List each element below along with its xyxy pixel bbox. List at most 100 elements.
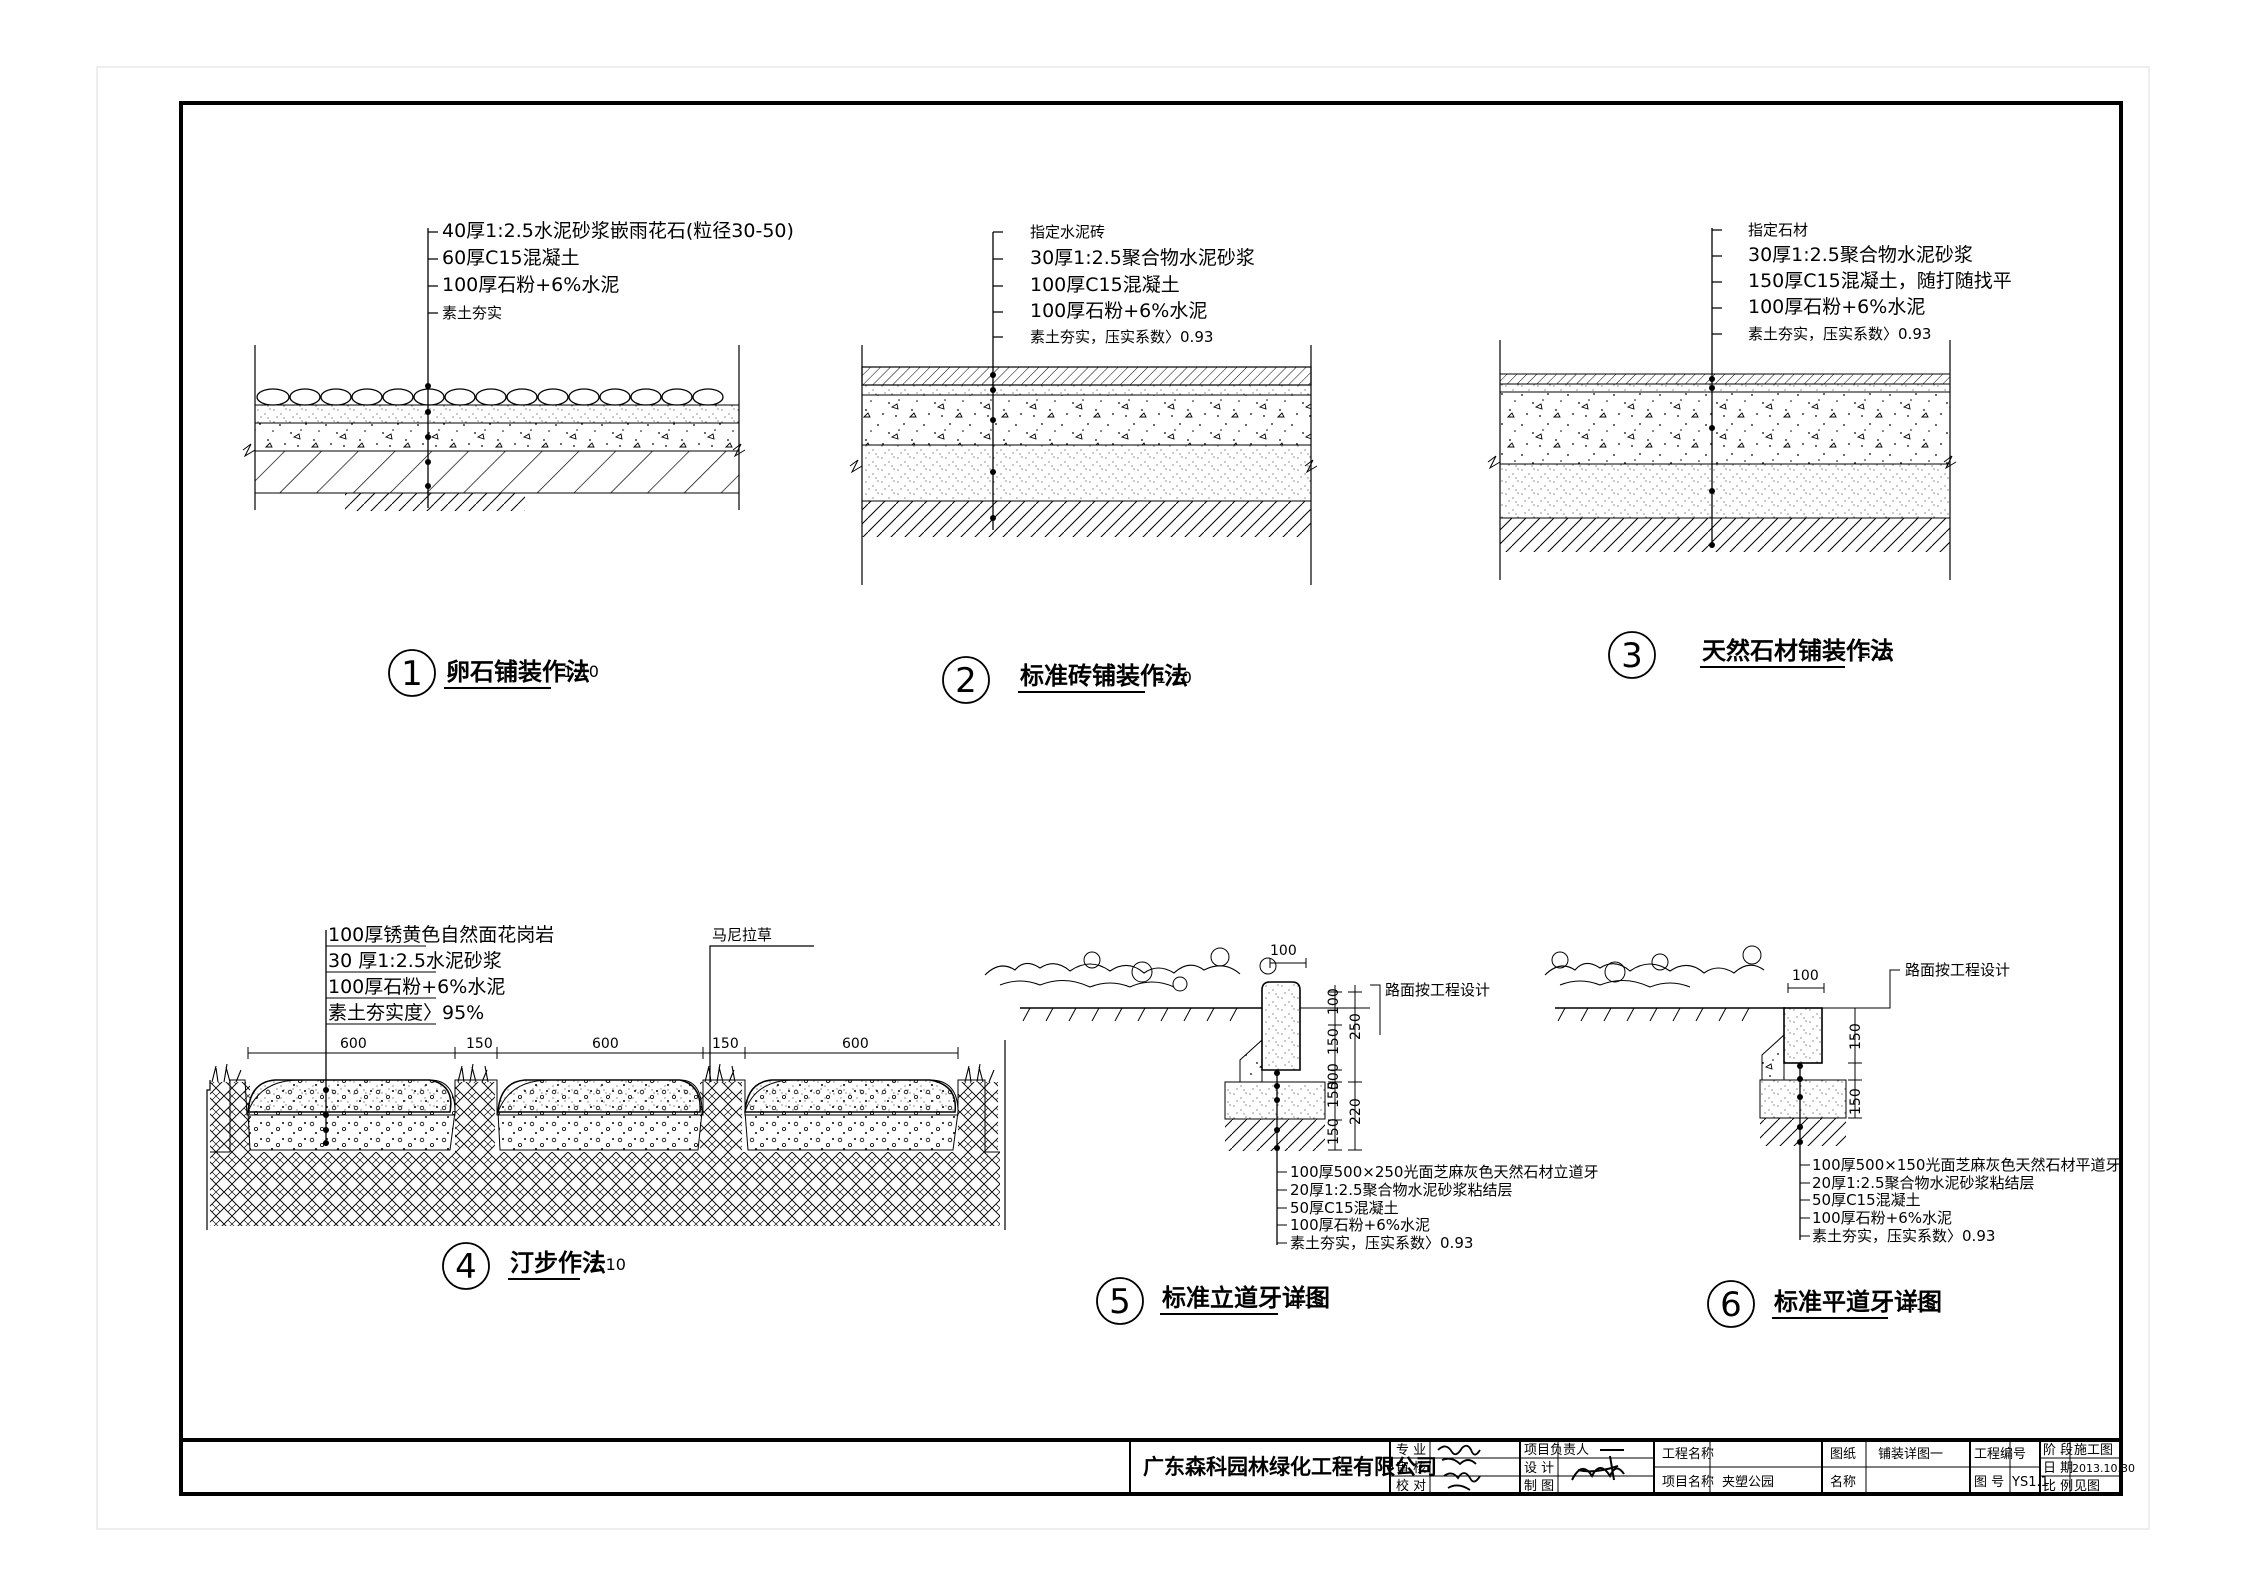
detail-6-shrub	[1551, 945, 1762, 983]
detail-1-layer-4: 素土夯实	[442, 304, 502, 322]
detail-4-layer-3: 100厚石粉+6%水泥	[328, 976, 505, 998]
role-label-review: 审 核	[1396, 1461, 1426, 1476]
drawing-label-1: 图纸	[1830, 1447, 1856, 1462]
role-label-discipline: 专 业	[1396, 1443, 1426, 1458]
detail-4-number-circle	[442, 1242, 490, 1290]
detail-3-layer-3: 150厚C15混凝土，随打随找平	[1748, 270, 2012, 292]
detail-6-layer-1: 100厚500×150光面芝麻灰色天然石材平道牙	[1812, 1156, 2120, 1174]
detail-5-caption: 5 标准立道牙详图 1:10	[1096, 1277, 1330, 1325]
detail-5-road-note: 路面按工程设计	[1385, 981, 1490, 999]
detail-6-layer-4: 100厚石粉+6%水泥	[1812, 1209, 1952, 1227]
role2-label-lead: 项目负责人	[1524, 1443, 1589, 1458]
scale-label: 比 例	[2043, 1479, 2073, 1494]
right-label-project-no: 工程编号	[1974, 1447, 2026, 1462]
pebbles	[256, 388, 724, 406]
detail-3-number: 3	[1621, 636, 1643, 676]
detail-4-title: 汀步作法	[510, 1249, 606, 1277]
detail-1-caption: 1 卵石铺装作法 1:10	[388, 649, 599, 697]
detail-6-number-circle	[1707, 1280, 1755, 1328]
detail-3-number-circle	[1608, 631, 1656, 679]
detail-6-number: 6	[1720, 1285, 1742, 1325]
detail-4-dim-4: 150	[712, 1036, 739, 1052]
detail-3-caption: 3 天然石材铺装作法 1:10	[1608, 631, 1894, 679]
detail-4-number: 4	[455, 1247, 477, 1287]
detail-3-scale: 1:10	[1856, 643, 1892, 662]
detail-3-layer-2: 30厚1:2.5聚合物水泥砂浆	[1748, 244, 1973, 266]
detail-2-number-circle	[942, 656, 990, 704]
detail-5-dim-width: 100	[1270, 943, 1297, 959]
detail-5-layer-3: 50厚C15混凝土	[1290, 1199, 1399, 1217]
detail-5-layer-1: 100厚500×250光面芝麻灰色天然石材立道牙	[1290, 1163, 1598, 1181]
detail-1-section	[242, 228, 746, 511]
detail-5-number: 5	[1109, 1282, 1131, 1322]
detail-5-dim-3: 150	[1326, 1028, 1342, 1055]
date-value: 2013.10.30	[2072, 1462, 2135, 1475]
company-name: 广东森科园林绿化工程有限公司	[1143, 1455, 1437, 1479]
drawing-value: 铺装详图一	[1878, 1447, 1943, 1462]
detail-5-title: 标准立道牙详图	[1162, 1284, 1330, 1312]
detail-5-shrub	[1083, 947, 1277, 992]
detail-1-number: 1	[401, 654, 423, 694]
signature-1	[1437, 1444, 1481, 1491]
role2-label-drafting: 制 图	[1524, 1479, 1554, 1494]
detail-6-road-note: 路面按工程设计	[1905, 961, 2010, 979]
detail-3-layer-4: 100厚石粉+6%水泥	[1748, 296, 1925, 318]
date-label: 日 期	[2043, 1461, 2073, 1476]
detail-6-dim-1: 150	[1848, 1023, 1864, 1050]
detail-1-title: 卵石铺装作法	[446, 658, 590, 686]
detail-1-scale: 1:10	[563, 662, 599, 681]
drawing-label-2: 名称	[1830, 1474, 1856, 1490]
scale-value: 见图	[2074, 1479, 2100, 1494]
detail-5-number-circle	[1096, 1277, 1144, 1325]
detail-5-section	[984, 947, 1381, 1245]
detail-1-layer-2: 60厚C15混凝土	[442, 247, 580, 269]
project-label-name: 项目名称	[1662, 1474, 1714, 1490]
detail-4-layer-2: 30 厚1:2.5水泥砂浆	[328, 950, 502, 972]
detail-4-grass-label: 马尼拉草	[712, 926, 772, 944]
detail-3-section	[1487, 228, 1957, 580]
detail-2-title: 标准砖铺装作法	[1020, 662, 1188, 690]
detail-6-section	[1544, 945, 1900, 1240]
detail-2-number: 2	[955, 661, 977, 701]
detail-5-dim-7: 150	[1326, 1118, 1342, 1145]
detail-6-scale: 1:10	[1900, 1295, 1936, 1314]
detail-4-dim-3: 600	[592, 1036, 619, 1052]
signature-2	[1571, 1449, 1625, 1481]
detail-1-layer-3: 100厚石粉+6%水泥	[442, 274, 619, 296]
detail-6-caption: 6 标准平道牙详图 1:10	[1707, 1280, 1942, 1328]
right-label-drawing-no: 图 号	[1974, 1475, 2004, 1490]
detail-5-layer-5: 素土夯实，压实系数〉0.93	[1290, 1234, 1473, 1252]
project-label-engineering: 工程名称	[1662, 1446, 1714, 1462]
detail-2-layer-2: 30厚1:2.5聚合物水泥砂浆	[1030, 247, 1255, 269]
detail-2-section	[849, 231, 1318, 585]
stage-label: 阶 段	[2043, 1443, 2073, 1458]
detail-4-dim-1: 600	[340, 1036, 367, 1052]
detail-6-layer-3: 50厚C15混凝土	[1812, 1191, 1921, 1209]
detail-4-dim-5: 600	[842, 1036, 869, 1052]
role2-label-design: 设 计	[1524, 1461, 1554, 1476]
detail-2-scale: 1:10	[1156, 668, 1192, 687]
detail-4-section	[206, 930, 1006, 1230]
detail-3-title: 天然石材铺装作法	[1702, 637, 1894, 665]
detail-4-layer-1: 100厚锈黄色自然面花岗岩	[328, 924, 554, 946]
detail-3-layer-1: 指定石材	[1748, 221, 1808, 239]
detail-3-layer-5: 素土夯实，压实系数〉0.93	[1748, 325, 1931, 343]
title-block	[181, 1438, 2121, 1494]
detail-1-layer-1: 40厚1:2.5水泥砂浆嵌雨花石(粒径30-50)	[442, 220, 794, 242]
stage-value: 施工图	[2074, 1443, 2113, 1458]
detail-5-dim-2: 250	[1348, 1013, 1364, 1040]
detail-4-layer-4: 素土夯实度〉95%	[328, 1002, 484, 1024]
detail-5-layer-4: 100厚石粉+6%水泥	[1290, 1216, 1430, 1234]
detail-6-layer-5: 素土夯实，压实系数〉0.93	[1812, 1227, 1995, 1245]
detail-5-dim-1: 100	[1326, 988, 1342, 1015]
detail-6-dim-2: 150	[1848, 1088, 1864, 1115]
detail-6-title: 标准平道牙详图	[1774, 1288, 1942, 1316]
detail-5-dim-5: 150	[1326, 1081, 1342, 1108]
detail-4-scale: 1:10	[590, 1255, 626, 1274]
project-value: 夹塑公园	[1722, 1475, 1774, 1490]
detail-2-layer-5: 素土夯实，压实系数〉0.93	[1030, 328, 1213, 346]
paper-outline	[96, 66, 2150, 1530]
detail-2-layer-1: 指定水泥砖	[1030, 223, 1105, 241]
detail-5-dim-4: 500	[1326, 1063, 1342, 1090]
drawing-number: YS1.1	[2011, 1475, 2049, 1490]
